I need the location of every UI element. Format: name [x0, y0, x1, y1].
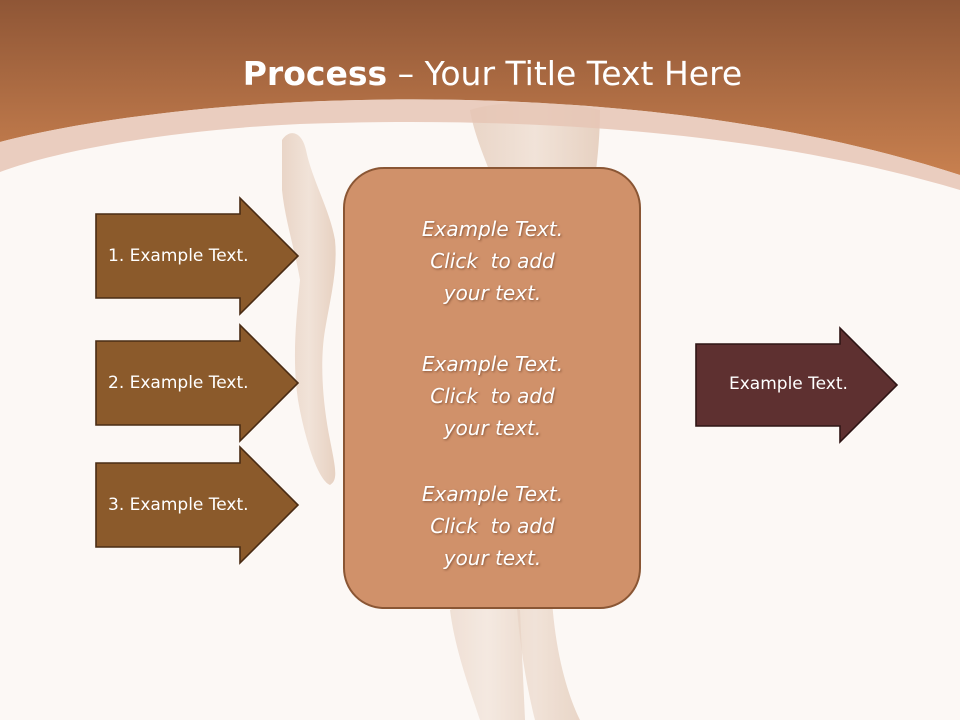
block-line: Example Text. — [421, 217, 564, 241]
block-line: Click to add — [430, 384, 555, 408]
center-box-block-2: Example Text. Click to add your text. — [345, 348, 640, 444]
input-arrow-2 — [95, 323, 300, 443]
title-bold: Process — [242, 54, 388, 93]
block-line: Example Text. — [421, 482, 564, 506]
block-line: Click to add — [430, 514, 555, 538]
block-line: your text. — [443, 281, 542, 305]
title-dash: – — [387, 54, 425, 93]
block-line: Example Text. — [421, 352, 564, 376]
center-box — [343, 167, 641, 609]
center-box-block-3: Example Text. Click to add your text. — [345, 478, 640, 574]
input-arrow-1 — [95, 196, 300, 316]
center-box-block-1: Example Text. Click to add your text. — [345, 213, 640, 309]
header-band — [0, 0, 960, 175]
block-line: Click to add — [430, 249, 555, 273]
input-arrow-2-label: 2. Example Text. — [108, 373, 249, 393]
input-arrow-3 — [95, 445, 300, 565]
block-line: your text. — [443, 546, 542, 570]
output-arrow-label: Example Text. — [729, 374, 848, 394]
input-arrow-3-label: 3. Example Text. — [108, 495, 249, 515]
title-rest: Your Title Text Here — [424, 54, 743, 93]
block-line: your text. — [443, 416, 542, 440]
input-arrow-1-label: 1. Example Text. — [108, 246, 249, 266]
output-arrow — [695, 326, 899, 444]
slide-title: Process – Your Title Text Here — [0, 52, 960, 96]
header-sweep — [0, 99, 960, 190]
